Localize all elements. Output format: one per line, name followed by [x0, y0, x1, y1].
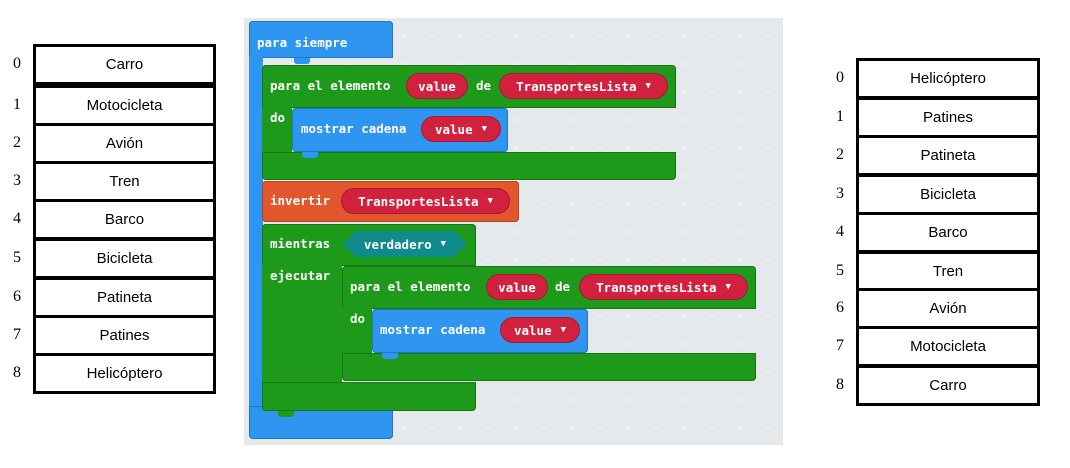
list-item: Avión [856, 288, 1040, 329]
while-condition-label: verdadero [363, 236, 432, 252]
for-each-2-do-label: do [350, 311, 366, 326]
list-index: 4 [836, 222, 844, 240]
list-index: 1 [13, 95, 21, 113]
show-string-2-var-dropdown[interactable]: value ▼ [500, 317, 580, 343]
for-each-1-list-dropdown[interactable]: TransportesLista ▼ [499, 73, 668, 99]
while-execute-label: ejecutar [270, 268, 331, 283]
show-string-2-var-label: value [513, 322, 552, 338]
list-item: Motocicleta [856, 326, 1040, 367]
for-each-block-1-bottom [262, 152, 676, 180]
while-block-arm [262, 264, 342, 384]
list-index: 1 [836, 107, 844, 125]
for-each-1-of-label: de [476, 78, 492, 93]
caret-down-icon: ▼ [481, 124, 488, 134]
reverse-list-dropdown[interactable]: TransportesLista ▼ [341, 188, 510, 214]
for-each-1-var-dropdown[interactable]: value [406, 73, 468, 99]
for-each-2-list-dropdown[interactable]: TransportesLista ▼ [579, 274, 748, 300]
for-each-2-var-dropdown[interactable]: value [486, 274, 548, 300]
show-string-1-var-label: value [434, 121, 473, 137]
list-index: 5 [836, 261, 844, 279]
list-item: Helicóptero [33, 353, 216, 394]
list-item: Patines [856, 97, 1040, 138]
caret-down-icon: ▼ [440, 239, 447, 249]
list-item: Patines [33, 315, 216, 356]
list-item: Motocicleta [33, 85, 216, 126]
list-index: 0 [13, 54, 21, 72]
block-notch [278, 411, 294, 417]
caret-down-icon: ▼ [487, 196, 493, 206]
list-item: Barco [856, 212, 1040, 253]
for-each-1-do-label: do [270, 110, 286, 125]
list-item: Patineta [33, 277, 216, 318]
list-index: 2 [836, 145, 844, 163]
for-each-2-list-label: TransportesLista [596, 279, 717, 295]
forever-block-arm [249, 56, 263, 408]
for-each-2-var-label: value [498, 279, 536, 295]
for-each-block-1-arm [262, 106, 292, 154]
for-each-block-2-arm [342, 307, 372, 355]
list-item: Tren [856, 251, 1040, 292]
list-item: Bicicleta [856, 174, 1040, 215]
show-string-2-label: mostrar cadena [380, 322, 486, 337]
while-block-bottom [262, 382, 476, 411]
list-index: 7 [836, 336, 844, 354]
list-index: 2 [13, 133, 21, 151]
reverse-list-label: TransportesLista [358, 193, 479, 209]
show-string-1-var-dropdown[interactable]: value ▼ [421, 116, 501, 142]
list-item: Patineta [856, 135, 1040, 176]
for-each-1-var-label: value [418, 78, 456, 94]
forever-block[interactable] [249, 21, 393, 58]
block-notch [302, 152, 318, 158]
reverse-label: invertir [270, 193, 331, 208]
list-index: 8 [13, 363, 21, 381]
caret-down-icon: ▼ [645, 81, 651, 91]
list-index: 8 [836, 375, 844, 393]
show-string-1-label: mostrar cadena [301, 121, 407, 136]
block-notch [382, 353, 398, 359]
list-index: 6 [836, 298, 844, 316]
list-item: Carro [856, 365, 1040, 406]
list-item: Avión [33, 123, 216, 164]
list-index: 6 [13, 287, 21, 305]
forever-block-bottom [249, 406, 393, 439]
list-index: 7 [13, 325, 21, 343]
for-each-2-label: para el elemento [350, 279, 471, 294]
list-index: 3 [836, 184, 844, 202]
for-each-2-of-label: de [555, 279, 571, 294]
list-item: Bicicleta [33, 238, 216, 279]
for-each-1-list-label: TransportesLista [516, 78, 637, 94]
for-each-1-label: para el elemento [270, 78, 391, 93]
list-item: Helicóptero [856, 58, 1040, 99]
code-workspace[interactable]: para siempre para el elemento value de T… [244, 18, 783, 445]
list-item: Carro [33, 44, 216, 85]
original-list: 0 Carro 1 Motocicleta 2 Avión 3 Tren 4 Barco 5 Bici… [8, 44, 220, 396]
list-index: 3 [13, 171, 21, 189]
while-label: mientras [270, 236, 331, 251]
reversed-list: 0 Helicóptero 1 Patines 2 Patineta 3 Bicicleta 4… [828, 58, 1040, 410]
list-item: Barco [33, 199, 216, 240]
forever-label: para siempre [257, 35, 348, 50]
list-item: Tren [33, 161, 216, 202]
caret-down-icon: ▼ [725, 282, 731, 292]
while-condition-dropdown[interactable]: verdadero ▼ [343, 231, 467, 257]
list-index: 5 [13, 248, 21, 266]
list-index: 0 [836, 68, 844, 86]
caret-down-icon: ▼ [560, 325, 567, 335]
for-each-block-2-bottom [342, 353, 756, 381]
list-index: 4 [13, 209, 21, 227]
block-notch [294, 58, 310, 64]
